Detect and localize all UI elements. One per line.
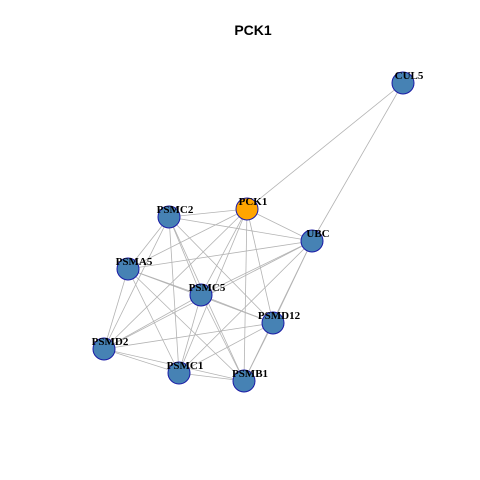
edge-psma5-psmd2	[103, 268, 129, 350]
edge-ubc-psma5	[127, 240, 313, 270]
node-label-psmb1: PSMB1	[232, 368, 268, 380]
edge-psmc2-psmd2	[103, 216, 170, 350]
edge-pck1-psmd2	[103, 208, 248, 350]
node-label-cul5: CUL5	[395, 70, 424, 82]
node-layer	[92, 71, 415, 393]
node-psmd2	[92, 337, 116, 361]
node-label-psmd12: PSMD12	[258, 310, 301, 322]
node-label-psma5: PSMA5	[116, 256, 153, 268]
node-cul5	[391, 71, 415, 95]
edge-psmc5-psmc1	[178, 294, 202, 374]
node-label-psmc5: PSMC5	[189, 282, 226, 294]
node-label-psmc1: PSMC1	[167, 360, 204, 372]
node-psmd12	[261, 311, 285, 335]
edge-psmc5-psmd12	[200, 294, 274, 324]
node-pck1	[235, 197, 259, 221]
edge-psma5-psmb1	[127, 268, 245, 382]
graph-title: PCK1	[234, 22, 272, 38]
edge-pck1-psmc1	[178, 208, 248, 374]
edge-psmc5-psmd2	[103, 294, 202, 350]
edge-psmc5-psmb1	[200, 294, 245, 382]
node-psmc5	[189, 283, 213, 307]
edge-ubc-psmc5	[200, 240, 313, 296]
node-label-ubc: UBC	[306, 228, 329, 240]
edge-psmc2-psmc5	[168, 216, 202, 296]
edge-psmc2-psmc1	[168, 216, 180, 374]
edge-psmd2-psmc1	[103, 348, 180, 374]
edge-psmd12-psmc1	[178, 322, 274, 374]
node-label-psmd2: PSMD2	[92, 336, 129, 348]
edge-psmc2-psmd12	[168, 216, 274, 324]
edge-pck1-ubc	[246, 208, 313, 242]
edge-ubc-psmc1	[178, 240, 313, 374]
edge-pck1-psma5	[127, 208, 248, 270]
node-ubc	[300, 229, 324, 253]
node-psmb1	[232, 369, 256, 393]
node-label-psmc2: PSMC2	[157, 204, 194, 216]
edge-psmc2-ubc	[168, 216, 313, 242]
edge-cul5-pck1	[246, 82, 404, 210]
node-psmc1	[167, 361, 191, 385]
node-label-pck1: PCK1	[239, 196, 268, 208]
node-psmc2	[157, 205, 181, 229]
edge-cul5-ubc	[311, 82, 404, 242]
node-psma5	[116, 257, 140, 281]
edge-pck1-psmc2	[168, 208, 248, 218]
edge-psmd12-psmd2	[103, 322, 274, 350]
edge-pck1-psmc5	[200, 208, 248, 296]
